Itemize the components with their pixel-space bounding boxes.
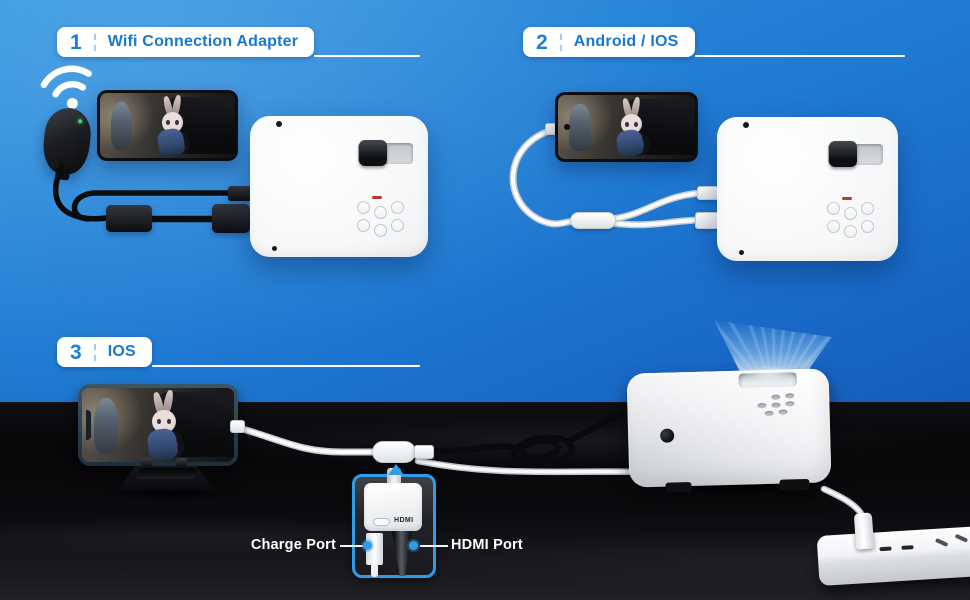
screw-dot — [272, 246, 277, 251]
section-3-header: 3 IOS — [57, 337, 420, 367]
ir-sensor — [276, 121, 282, 127]
hdmi-adapter-block — [212, 204, 250, 233]
section-3-number: 3 — [70, 340, 82, 364]
ir-sensor — [743, 122, 749, 128]
camera-notch — [564, 124, 570, 130]
header-underline — [314, 54, 420, 57]
header-underline — [151, 364, 420, 367]
projector-foot — [665, 482, 692, 493]
rabbit-character — [143, 389, 189, 462]
lightning-hdmi-adapter — [372, 441, 416, 463]
black-cable-plug — [228, 186, 252, 201]
usb-port — [879, 546, 892, 552]
focus-knob — [829, 141, 857, 167]
movie-scene — [82, 388, 234, 462]
splitter-adapter — [570, 212, 616, 229]
projector-top-view-1 — [250, 116, 428, 257]
section-1-number: 1 — [70, 30, 82, 54]
hdmi-port-lead-line — [420, 545, 448, 547]
rabbit-character — [613, 96, 654, 159]
character-left — [568, 103, 591, 152]
white-plug-top — [697, 186, 719, 200]
outlet-slot — [935, 537, 949, 547]
section-2-header: 2 Android / IOS — [523, 27, 905, 57]
projector-front-view — [626, 367, 832, 493]
adapter-hdmi-print: HDMI — [394, 517, 414, 524]
section-3-title: IOS — [107, 343, 136, 360]
phone-wifi-mirroring — [97, 90, 238, 161]
dashed-divider — [559, 33, 562, 51]
outlet-slot — [954, 533, 969, 543]
movie-scene — [100, 93, 235, 158]
focus-slider — [358, 140, 413, 166]
stand-lip — [141, 458, 152, 467]
section-2-number: 2 — [536, 30, 548, 54]
vent-holes — [755, 393, 810, 418]
projector-foot — [779, 478, 810, 491]
lightning-plug — [230, 420, 245, 433]
phone-stand-slot — [136, 468, 198, 479]
phone-on-stand — [78, 384, 238, 466]
zoom-arrow-icon — [388, 464, 404, 475]
charge-port-lead-line — [340, 545, 366, 547]
movie-scene — [558, 95, 695, 159]
section-1-title: Wifi Connection Adapter — [107, 33, 299, 50]
section-2-title: Android / IOS — [573, 33, 679, 50]
power-led — [372, 196, 382, 199]
section-3-badge: 3 IOS — [57, 337, 152, 367]
projector-top-view-2 — [717, 117, 898, 261]
character-left — [110, 102, 133, 151]
charge-port-marker-dot — [363, 541, 372, 550]
character-left — [94, 398, 119, 454]
hdmi-port-label: HDMI Port — [451, 537, 523, 553]
otg-adapter-block — [106, 205, 152, 232]
header-underline — [694, 54, 905, 57]
focus-knob — [359, 140, 387, 166]
rabbit-character — [154, 94, 195, 158]
phone-android-ios — [555, 92, 698, 162]
power-strip — [816, 526, 970, 586]
screw-dot — [739, 250, 744, 255]
camera-notch — [86, 410, 91, 440]
adapter-hdmi-end — [414, 445, 434, 459]
usb-port — [901, 545, 914, 550]
power-led — [842, 197, 852, 200]
section-1-header: 1 Wifi Connection Adapter — [57, 27, 420, 57]
control-buttons — [357, 196, 407, 242]
control-buttons — [827, 197, 877, 243]
usb-power-plug — [853, 512, 875, 550]
section-1-badge: 1 Wifi Connection Adapter — [57, 27, 315, 57]
stand-lip — [176, 458, 187, 467]
dashed-divider — [93, 343, 96, 361]
lens-glow — [742, 367, 795, 381]
stand-shadow — [96, 486, 246, 502]
charge-port-label: Charge Port — [250, 537, 336, 553]
side-port — [659, 428, 675, 443]
hdmi-port-marker-dot — [409, 541, 418, 550]
dashed-divider — [93, 33, 96, 51]
section-2-badge: 2 Android / IOS — [523, 27, 695, 57]
wifi-icon — [40, 65, 92, 109]
focus-slider — [828, 141, 883, 167]
charge-port-closeup — [373, 518, 390, 526]
